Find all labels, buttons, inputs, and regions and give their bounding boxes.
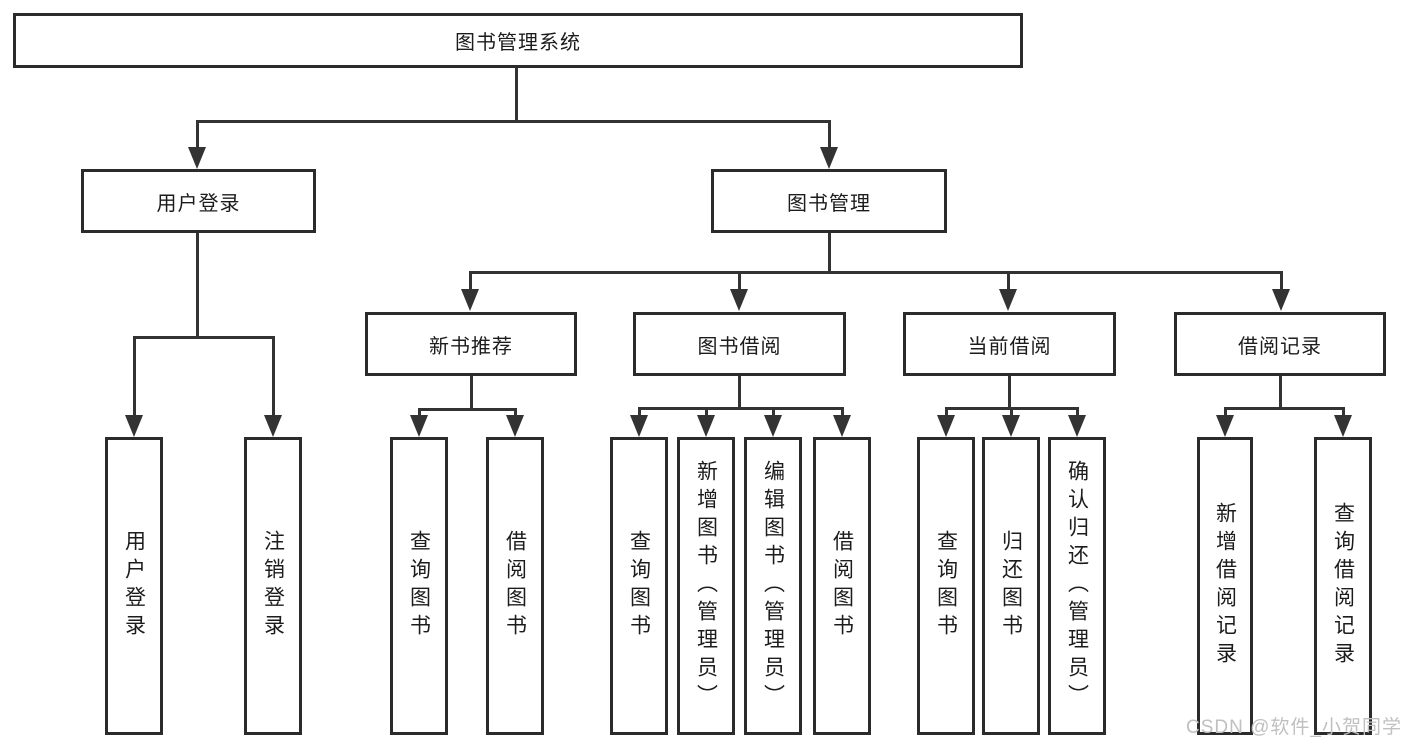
connector-leaf-drop	[638, 407, 641, 420]
connector-leaf-drop	[705, 407, 708, 420]
connector-book-borrow-stem	[738, 376, 741, 409]
node-book-borrow: 图书借阅	[633, 312, 846, 376]
arrow-down-icon	[125, 415, 143, 437]
node-label: 查询图书	[627, 530, 651, 642]
node-new-book-rec: 新书推荐	[365, 312, 577, 376]
node-logout-leaf: 注销登录	[244, 437, 302, 735]
arrow-down-icon	[1002, 415, 1020, 437]
connector-borrow-record-rail	[1224, 407, 1345, 410]
arrow-down-icon	[820, 147, 838, 169]
node-br-query-record: 查询借阅记录	[1314, 437, 1372, 735]
connector-leaf-drop	[841, 407, 844, 420]
arrow-down-icon	[764, 415, 782, 437]
connector-current-borrow-stem	[1008, 376, 1011, 409]
connector-borrow-record-stem	[1279, 376, 1282, 409]
connector-user-login-rail	[133, 336, 275, 339]
node-cb-query-book: 查询图书	[917, 437, 975, 735]
node-label: 查询图书	[407, 530, 431, 642]
arrow-down-icon	[264, 415, 282, 437]
node-user-login-leaf: 用户登录	[105, 437, 163, 735]
connector-root-stem	[515, 68, 518, 122]
node-root: 图书管理系统	[13, 13, 1023, 68]
connector-leaf-drop	[514, 408, 517, 420]
node-label: 用户登录	[122, 530, 146, 642]
arrow-down-icon	[506, 415, 524, 437]
node-label: 查询图书	[934, 530, 958, 642]
connector-logout-leaf-drop	[272, 336, 275, 420]
arrow-down-icon	[697, 415, 715, 437]
arrow-down-icon	[461, 289, 479, 311]
connector-book-borrow-drop	[738, 271, 741, 294]
connector-leaf-drop	[418, 408, 421, 420]
node-book-mgmt: 图书管理	[711, 169, 947, 233]
connector-book-mgmt-stem	[828, 233, 831, 274]
node-label: 新增借阅记录	[1213, 502, 1237, 670]
node-br-add-record: 新增借阅记录	[1197, 437, 1253, 735]
connector-leaf-drop	[945, 407, 948, 420]
arrow-down-icon	[1216, 415, 1234, 437]
arrow-down-icon	[188, 147, 206, 169]
connector-book-borrow-rail	[638, 407, 844, 410]
node-borrow-record: 借阅记录	[1174, 312, 1386, 376]
node-label: 查询借阅记录	[1331, 502, 1355, 670]
connector-leaf-drop	[772, 407, 775, 420]
arrow-down-icon	[1334, 415, 1352, 437]
node-bb-edit-book: 编辑图书（管理员）	[744, 437, 802, 735]
node-user-login: 用户登录	[81, 169, 316, 233]
node-label: 归还图书	[999, 530, 1023, 642]
connector-login-leaf-drop	[133, 336, 136, 420]
connector-leaf-drop	[1342, 407, 1345, 420]
csdn-watermark: CSDN @软件_小贺同学	[1186, 717, 1402, 738]
node-cb-return-book: 归还图书	[982, 437, 1040, 735]
arrow-down-icon	[1068, 415, 1086, 437]
connector-level3-rail	[469, 271, 1283, 274]
arrow-down-icon	[1272, 289, 1290, 311]
connector-book-mgmt-drop	[828, 120, 831, 152]
connector-user-login-drop	[196, 120, 199, 152]
connector-borrow-record-drop	[1280, 271, 1283, 294]
connector-user-login-stem	[196, 233, 199, 338]
connector-current-borrow-drop	[1007, 271, 1010, 294]
arrow-down-icon	[630, 415, 648, 437]
node-bb-borrow-book: 借阅图书	[813, 437, 871, 735]
connector-new-book-rec-stem	[470, 376, 473, 410]
node-label: 确认归还（管理员）	[1065, 460, 1089, 712]
connector-leaf-drop	[1224, 407, 1227, 420]
node-label: 编辑图书（管理员）	[761, 460, 785, 712]
node-current-borrow: 当前借阅	[903, 312, 1116, 376]
node-label: 注销登录	[261, 530, 285, 642]
arrow-down-icon	[833, 415, 851, 437]
arrow-down-icon	[999, 289, 1017, 311]
arrow-down-icon	[730, 289, 748, 311]
connector-leaf-drop	[1076, 407, 1079, 420]
connector-leaf-drop	[1010, 407, 1013, 420]
node-bb-query-book: 查询图书	[610, 437, 668, 735]
arrow-down-icon	[410, 415, 428, 437]
node-rec-query-book: 查询图书	[390, 437, 448, 735]
connector-new-book-rec-rail	[418, 408, 517, 411]
node-rec-borrow-book: 借阅图书	[486, 437, 544, 735]
node-label: 借阅图书	[830, 530, 854, 642]
node-bb-add-book: 新增图书（管理员）	[677, 437, 735, 735]
node-cb-confirm-return: 确认归还（管理员）	[1048, 437, 1106, 735]
node-label: 借阅图书	[503, 530, 527, 642]
connector-new-book-rec-drop	[469, 271, 472, 294]
connector-level1-rail	[196, 120, 831, 123]
arrow-down-icon	[937, 415, 955, 437]
node-label: 新增图书（管理员）	[694, 460, 718, 712]
